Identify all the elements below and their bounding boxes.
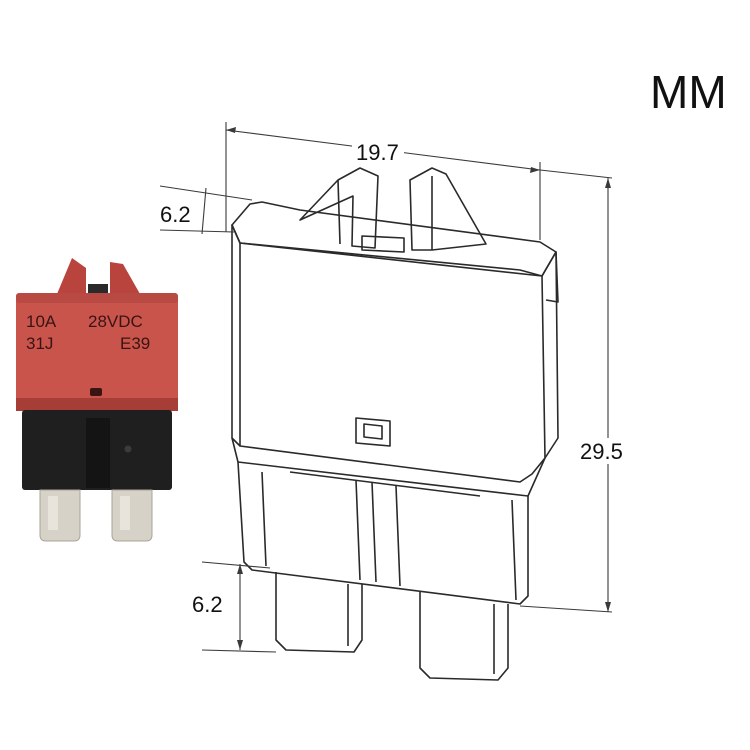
photo-housing	[16, 293, 178, 411]
photo-terminal-right-highlight	[120, 496, 130, 530]
drawing-lower-groove-1	[261, 471, 267, 567]
drawing-body-right-edge	[544, 251, 559, 459]
breaker-photo: 10A 28VDC 31J E39	[16, 258, 178, 542]
technical-drawing	[231, 167, 559, 681]
photo-housing-top-edge	[16, 293, 178, 303]
photo-code-left: 31J	[26, 334, 53, 353]
dimension-arrows	[226, 127, 611, 650]
dim-height-arrow-bottom	[605, 602, 611, 612]
photo-indicator-slot	[90, 388, 102, 396]
dim-width-arrow-right	[530, 167, 540, 173]
drawing-indicator-window-inner	[363, 423, 383, 440]
dim-height-label-bg	[578, 438, 638, 464]
photo-code-right: E39	[120, 334, 150, 353]
dim-width-arrow-left	[226, 127, 236, 133]
photo-terminal-left-highlight	[48, 496, 58, 530]
drawing-lower-base	[237, 461, 529, 605]
drawing-body-front	[231, 224, 546, 483]
dim-terminal-label: 6.2	[192, 592, 223, 617]
dim-width-label: 19.7	[356, 140, 399, 165]
drawing-base-step	[231, 437, 546, 497]
drawing-body-top-face	[231, 201, 557, 277]
dim-terminal-ext-bottom	[201, 649, 277, 653]
dim-top-depth-label: 6.2	[160, 202, 191, 227]
photo-base-divider	[86, 418, 110, 488]
dim-height-arrow-top	[605, 178, 611, 188]
drawing-lower-groove-4	[395, 485, 401, 587]
drawing-terminal-left	[275, 572, 363, 653]
dim-terminal-ext-top	[201, 561, 271, 569]
photo-housing-bottom-edge	[16, 398, 178, 411]
drawing-latch-right	[409, 167, 487, 251]
photo-top-tab-right	[110, 262, 140, 296]
drawing-lower-groove-2	[355, 479, 361, 581]
dim-height-ext-bottom	[519, 605, 613, 613]
dim-height-label: 29.5	[580, 439, 623, 464]
dim-terminal-arrow-bottom	[237, 640, 243, 650]
drawing-latch-left	[299, 167, 379, 249]
dim-height-ext-top	[539, 169, 613, 179]
photo-terminal-right	[111, 489, 153, 542]
drawing-indicator-window	[355, 417, 391, 447]
photo-top-tab-left	[57, 258, 86, 296]
unit-label: MM	[650, 66, 727, 118]
dim-terminal-arrow-top	[237, 564, 243, 574]
drawing-lower-groove-5	[511, 499, 517, 601]
dimension-lines	[159, 122, 613, 653]
photo-base-rivet	[124, 445, 132, 453]
drawing-terminal-right	[419, 592, 509, 681]
dim-top-depth-ext-lower	[159, 229, 235, 233]
drawing-lower-groove-3	[371, 481, 377, 583]
drawing-lower-ridge	[289, 471, 481, 497]
drawing-latch-bar	[361, 235, 405, 253]
photo-rating-current: 10A	[26, 312, 57, 331]
photo-rating-voltage: 28VDC	[88, 312, 143, 331]
photo-terminal-left	[39, 489, 81, 542]
drawing-latch-left-edge	[337, 179, 341, 245]
dim-top-depth-line	[201, 187, 207, 235]
dim-width-label-bg	[352, 140, 404, 164]
